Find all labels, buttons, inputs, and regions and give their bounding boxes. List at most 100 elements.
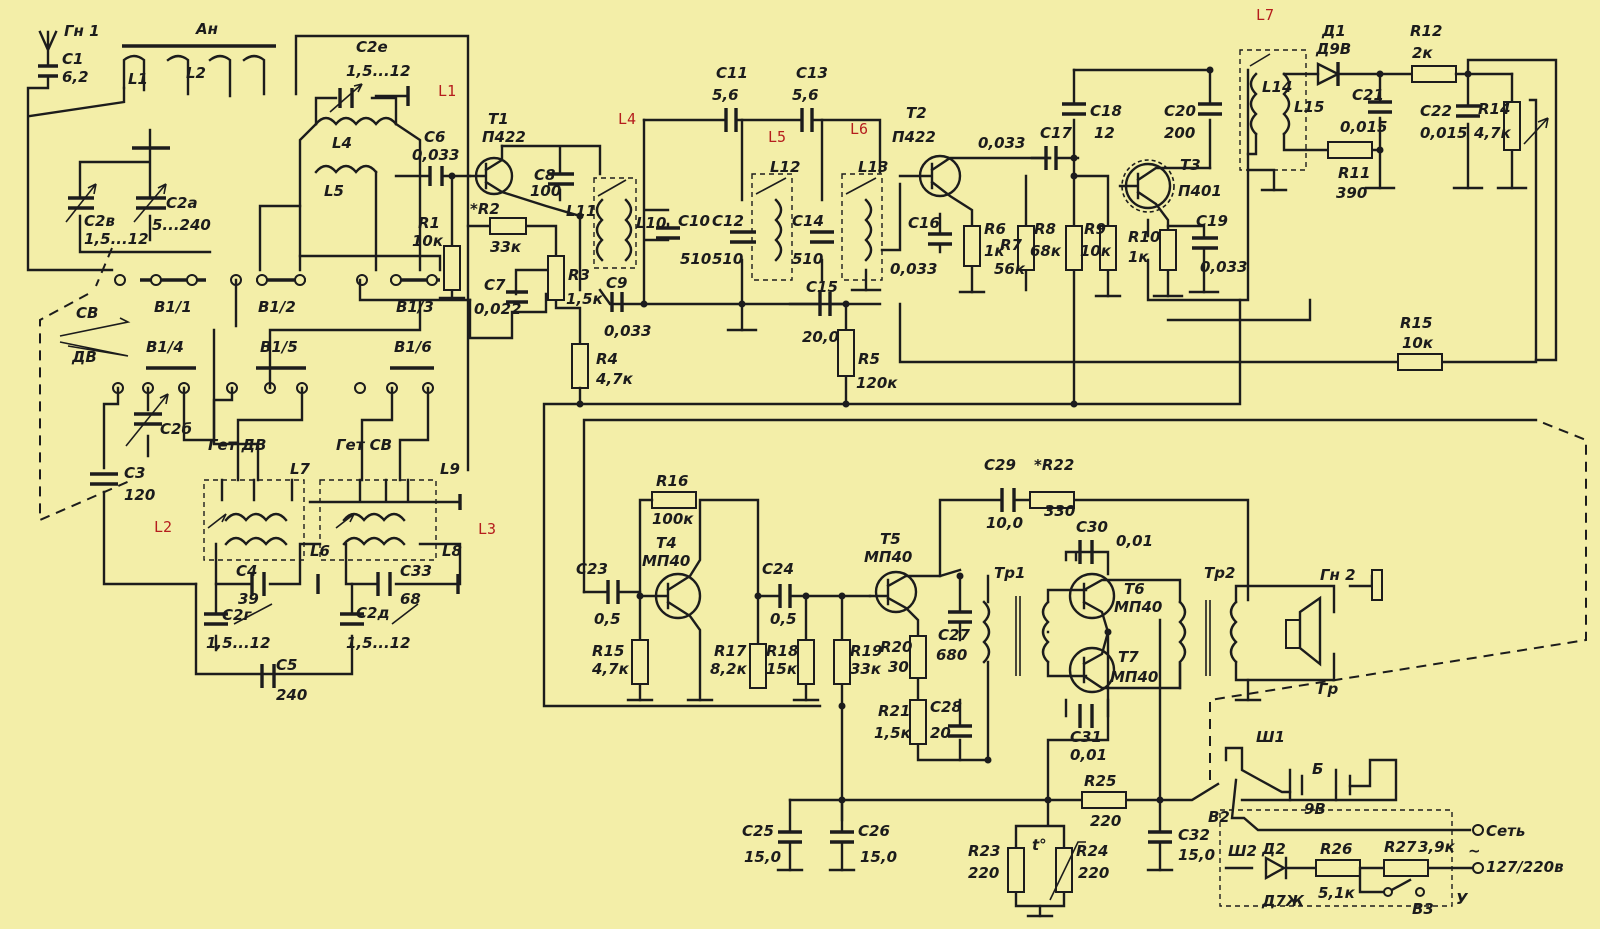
annotation-l5: L5 — [768, 128, 786, 146]
label-t3: T3 — [1180, 156, 1201, 174]
label-c6: C6 — [424, 128, 445, 146]
label-c17: C17 — [1040, 124, 1072, 142]
label-r23-value: 220 — [968, 864, 999, 882]
label-c2a-value: 5...240 — [152, 216, 211, 234]
label-u: У — [1456, 890, 1469, 908]
label-c31-value: 0,01 — [1070, 746, 1107, 764]
label-c20: C20 — [1164, 102, 1196, 120]
annotation-l4: L4 — [618, 110, 636, 128]
label-r14-value: 4,7к — [1473, 124, 1512, 142]
label-r11: R11 — [1338, 164, 1370, 182]
label-c3-value: 120 — [124, 486, 155, 504]
label-l2: L2 — [186, 64, 206, 82]
label-l5: L5 — [324, 182, 344, 200]
label-set: Сеть — [1486, 822, 1525, 840]
label-c13: C13 — [796, 64, 828, 82]
label-v2: В2 — [1208, 808, 1230, 826]
label-l4: L4 — [332, 134, 352, 152]
label-r4-value: 4,7к — [595, 370, 634, 388]
label-c4: C4 — [236, 562, 257, 580]
label-gr: Гр — [1318, 680, 1339, 698]
label-gn1: Гн 1 — [64, 22, 100, 40]
label-c33-value: 68 — [400, 590, 421, 608]
label-l14: L14 — [1262, 78, 1292, 96]
label-r17-value: 8,2к — [710, 660, 748, 678]
label-c1-value: 6,2 — [62, 68, 89, 86]
label-l15: L15 — [1294, 98, 1324, 116]
label-r2: *R2 — [470, 200, 500, 218]
label-r15b-value: 4,7к — [591, 660, 630, 678]
label-sh2: Ш2 — [1228, 842, 1257, 860]
label-r5-value: 120к — [856, 374, 898, 392]
label-an: Ан — [195, 20, 218, 38]
label-c2a: C2а — [166, 194, 198, 212]
label-r12: R12 — [1410, 22, 1442, 40]
label-d2-value: Д7Ж — [1261, 892, 1305, 910]
label-l10: L10 — [636, 214, 666, 232]
label-tp1: Тр1 — [994, 564, 1025, 582]
label-c9-value: 0,033 — [604, 322, 651, 340]
label-v15: В1/5 — [260, 338, 298, 356]
label-c1: C1 — [62, 50, 83, 68]
label-c2v: C2в — [84, 212, 115, 230]
annotation-l7: L7 — [1256, 6, 1274, 24]
label-r16: R16 — [656, 472, 688, 490]
label-r7: R7 — [1000, 236, 1023, 254]
label-r24: R24 — [1076, 842, 1108, 860]
label-tilde: ~ — [1468, 842, 1481, 860]
power-supply — [776, 419, 1587, 918]
label-r15b: R15 — [592, 642, 624, 660]
label-r1-value: 10к — [412, 232, 444, 250]
label-r10: R10 — [1128, 228, 1160, 246]
label-r2-value: 33к — [490, 238, 522, 256]
label-c9: C9 — [606, 274, 627, 292]
label-sv: СВ — [76, 304, 98, 322]
label-c26: C26 — [858, 822, 890, 840]
label-r15: R15 — [1400, 314, 1432, 332]
label-r24-value: 220 — [1078, 864, 1109, 882]
audio-preamp — [582, 488, 1250, 822]
label-r19-value: 33к — [850, 660, 882, 678]
label-c12-value: 510 — [712, 250, 743, 268]
heterodyne-coils — [194, 478, 462, 688]
label-c4-value: 39 — [238, 590, 259, 608]
label-c3: C3 — [124, 464, 145, 482]
label-r7-value: 56к — [994, 260, 1026, 278]
label-getsv: Гет СВ — [336, 436, 392, 454]
label-r3-value: 1,5к — [566, 290, 604, 308]
label-r5: R5 — [858, 350, 880, 368]
label-v16: В1/6 — [394, 338, 432, 356]
label-r11-value: 390 — [1336, 184, 1367, 202]
label-c24-value: 0,5 — [770, 610, 797, 628]
mixer-stage-t1 — [394, 144, 822, 708]
label-r20-value: 30 — [888, 658, 909, 676]
label-c27: C27 — [938, 626, 970, 644]
label-t2-value: П422 — [892, 128, 936, 146]
label-r8-value: 68к — [1030, 242, 1062, 260]
label-t5-value: МП40 — [864, 548, 912, 566]
label-sh1: Ш1 — [1256, 728, 1285, 746]
label-c33: C33 — [400, 562, 432, 580]
label-c25: C25 — [742, 822, 774, 840]
label-c8-value: 100 — [530, 182, 561, 200]
label-c18: C18 — [1090, 102, 1122, 120]
label-r20: R20 — [880, 638, 912, 656]
junction-dots — [448, 66, 1472, 804]
label-c32-value: 15,0 — [1178, 846, 1215, 864]
label-v12: В1/2 — [258, 298, 296, 316]
label-r26-value: 5,1к — [1318, 884, 1356, 902]
label-d2: Д2 — [1261, 840, 1286, 858]
label-v13: В1/3 — [396, 298, 434, 316]
label-c6-value: 0,033 — [412, 146, 459, 164]
antenna-input-block — [26, 30, 470, 472]
label-c15-value: 20,0 — [802, 328, 839, 346]
label-r9-value: 10к — [1080, 242, 1112, 260]
label-c26-value: 15,0 — [860, 848, 897, 866]
label-c5-value: 240 — [276, 686, 307, 704]
label-c2e: C2е — [356, 38, 388, 56]
label-c11: C11 — [716, 64, 748, 82]
label-c24: C24 — [762, 560, 794, 578]
label-b-value: 9В — [1304, 800, 1326, 818]
label-c11-value: 5,6 — [712, 86, 739, 104]
